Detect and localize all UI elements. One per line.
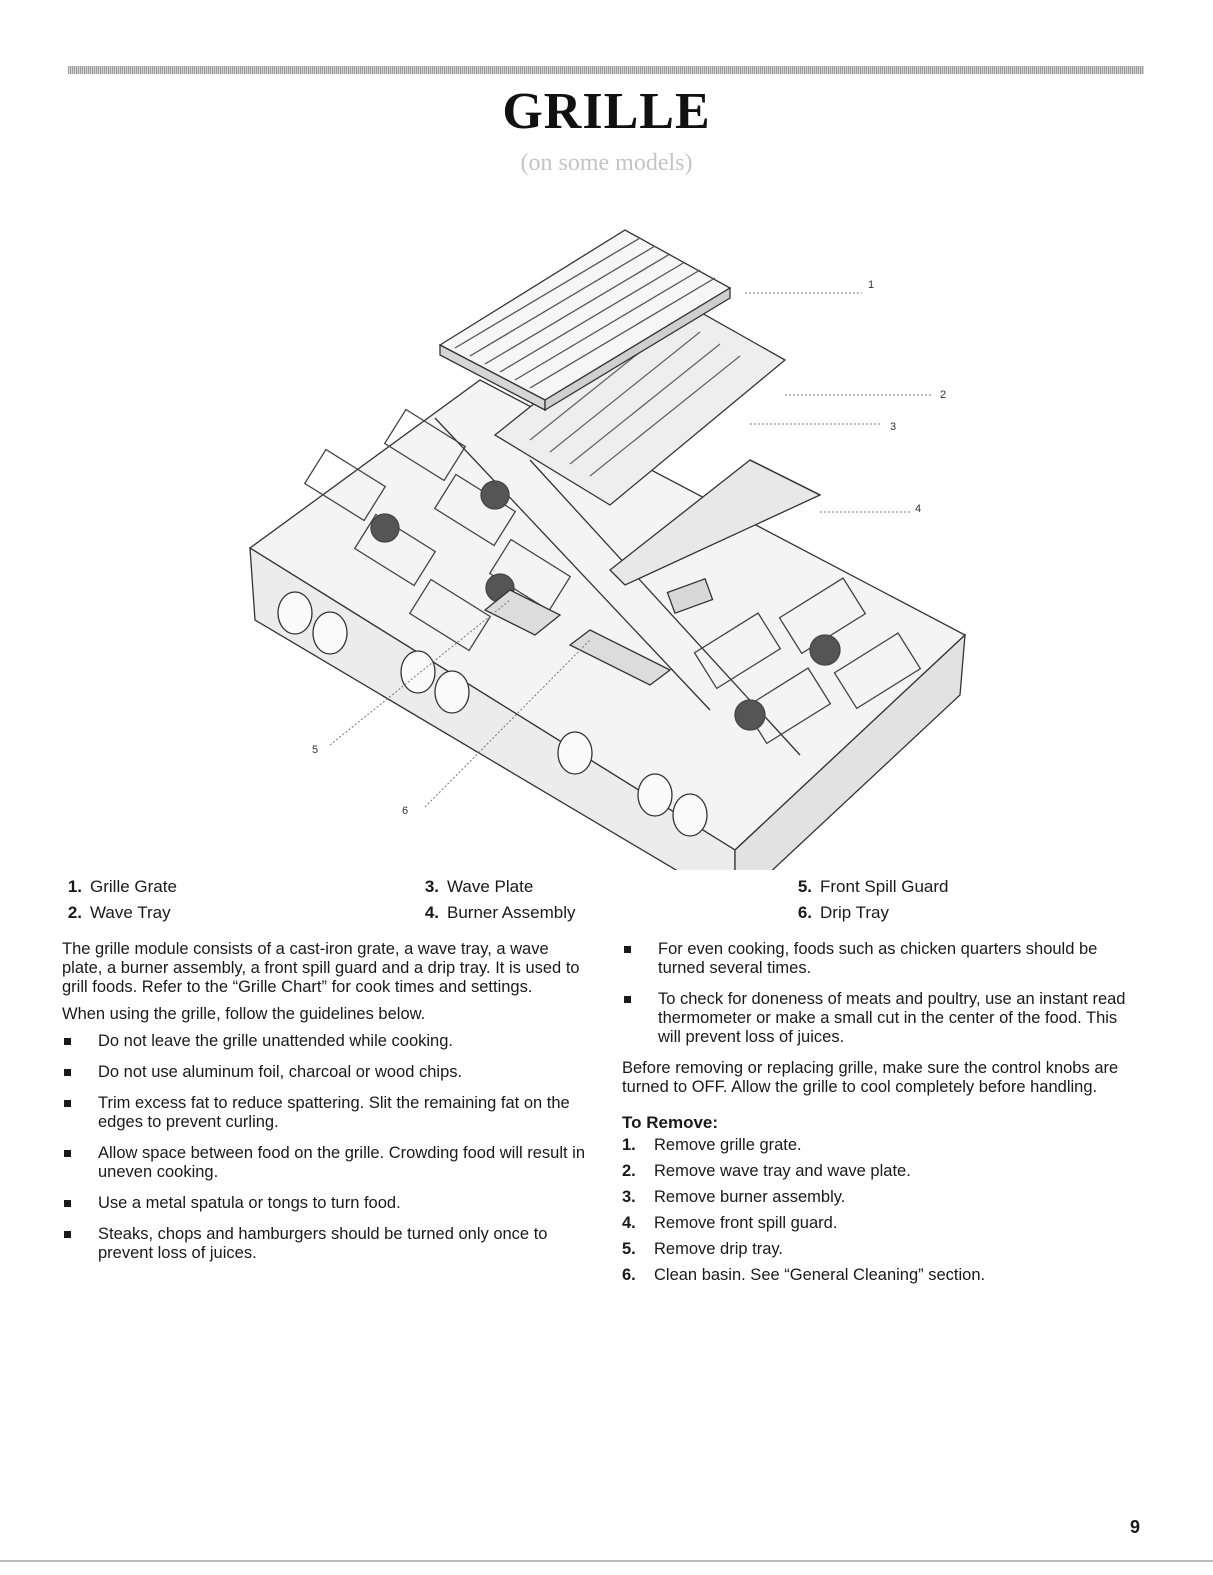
legend-label: Drip Tray — [820, 903, 889, 922]
callout-3: 3 — [890, 421, 896, 433]
step-num: 4. — [622, 1214, 636, 1232]
legend-label: Wave Plate — [447, 877, 534, 896]
legend-item: 6. Drip Tray — [786, 900, 949, 926]
legend-num: 1. — [67, 877, 82, 896]
list-item: Do not use aluminum foil, charcoal or wo… — [62, 1063, 592, 1082]
cooking-tips-list: For even cooking, foods such as chicken … — [622, 940, 1142, 1047]
page-number: 9 — [1130, 1517, 1141, 1537]
page-subtitle: (on some models) — [520, 150, 693, 176]
step-item: 1. Remove grille grate. — [622, 1136, 1142, 1155]
legend-num: 4. — [424, 903, 439, 922]
callout-2: 2 — [940, 389, 946, 401]
step-num: 5. — [622, 1240, 636, 1258]
burner-grates-right — [693, 577, 922, 745]
legend-item: 2. Wave Tray — [56, 900, 177, 926]
step-num: 1. — [622, 1136, 636, 1154]
bottom-rule — [0, 1560, 1213, 1562]
callout-6: 6 — [402, 805, 408, 817]
step-num: 3. — [622, 1188, 636, 1206]
control-knobs — [277, 591, 708, 837]
step-item: 3. Remove burner assembly. — [622, 1188, 1142, 1207]
step-num: 6. — [622, 1266, 636, 1284]
legend-label: Grille Grate — [90, 877, 177, 896]
safety-paragraph: Before removing or replacing grille, mak… — [622, 1059, 1119, 1096]
legend-item: 3. Wave Plate — [413, 874, 576, 900]
list-item: Trim excess fat to reduce spattering. Sl… — [62, 1094, 592, 1132]
cooktop-side-panel — [734, 633, 966, 870]
step-num: 2. — [622, 1162, 636, 1180]
igniter-block — [666, 577, 714, 615]
step-text: Remove drip tray. — [654, 1240, 783, 1258]
drip-tray-shape — [568, 629, 672, 686]
remove-steps: 1. Remove grille grate. 2. Remove wave tra… — [622, 1136, 1142, 1285]
callout-4: 4 — [915, 503, 921, 515]
list-item: Do not leave the grille unattended while… — [62, 1032, 592, 1051]
legend-item: 4. Burner Assembly — [413, 900, 576, 926]
legend-col-3: 5. Front Spill Guard 6. Drip Tray — [786, 874, 949, 926]
legend-label: Burner Assembly — [447, 903, 576, 922]
guidelines-list: Do not leave the grille unattended while… — [62, 1032, 592, 1263]
remove-heading: To Remove: — [622, 1113, 719, 1132]
step-item: 4. Remove front spill guard. — [622, 1214, 1142, 1233]
step-text: Remove wave tray and wave plate. — [654, 1162, 911, 1180]
legend-col-1: 1. Grille Grate 2. Wave Tray — [56, 874, 177, 926]
grille-grate-bars — [454, 237, 716, 389]
legend-col-2: 3. Wave Plate 4. Burner Assembly — [413, 874, 576, 926]
list-item: Use a metal spatula or tongs to turn foo… — [62, 1194, 592, 1213]
legend-label: Front Spill Guard — [820, 877, 949, 896]
step-item: 5. Remove drip tray. — [622, 1240, 1142, 1259]
top-rule — [68, 66, 1144, 74]
left-column: The grille module consists of a cast-iro… — [62, 940, 592, 1275]
callout-5: 5 — [312, 744, 318, 756]
legend-num: 5. — [797, 877, 812, 896]
right-column: For even cooking, foods such as chicken … — [622, 940, 1142, 1292]
step-text: Remove front spill guard. — [654, 1214, 838, 1232]
guidelines-lead: When using the grille, follow the guidel… — [62, 1005, 426, 1023]
list-item: For even cooking, foods such as chicken … — [622, 940, 1142, 978]
step-text: Remove grille grate. — [654, 1136, 802, 1154]
list-item: Allow space between food on the grille. … — [62, 1144, 592, 1182]
step-item: 2. Remove wave tray and wave plate. — [622, 1162, 1142, 1181]
legend-item: 1. Grille Grate — [56, 874, 177, 900]
step-text: Remove burner assembly. — [654, 1188, 846, 1206]
intro-paragraph: The grille module consists of a cast-iro… — [62, 940, 580, 996]
grille-exploded-diagram: 1 2 3 4 5 6 — [248, 229, 967, 870]
legend-num: 3. — [424, 877, 439, 896]
legend-num: 6. — [797, 903, 812, 922]
step-text: Clean basin. See “General Cleaning” sect… — [654, 1266, 986, 1284]
list-item: Steaks, chops and hamburgers should be t… — [62, 1225, 592, 1263]
front-spill-guard-shape — [483, 589, 562, 636]
legend-item: 5. Front Spill Guard — [786, 874, 949, 900]
list-item: To check for doneness of meats and poult… — [622, 990, 1142, 1047]
callout-1: 1 — [868, 279, 874, 291]
legend-num: 2. — [67, 903, 82, 922]
legend-label: Wave Tray — [90, 903, 171, 922]
step-item: 6. Clean basin. See “General Cleaning” se… — [622, 1266, 1142, 1285]
page-title: GRILLE — [502, 83, 711, 140]
